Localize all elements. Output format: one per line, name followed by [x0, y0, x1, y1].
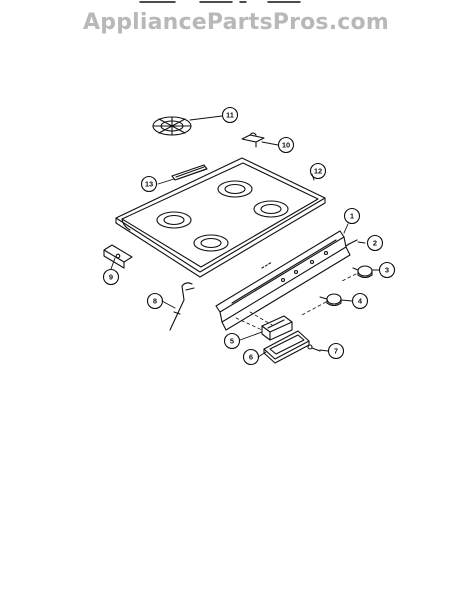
- ignition-wire: [169, 282, 195, 331]
- callout-leaders: [110, 115, 380, 358]
- burner-grate: [152, 116, 192, 136]
- callout-circles: [102, 106, 396, 366]
- callout-7: 7: [334, 347, 338, 356]
- callout-11: 11: [226, 111, 234, 120]
- callout-1: 1: [350, 212, 354, 221]
- control-knob-a: [352, 265, 373, 279]
- callout-9: 9: [109, 273, 113, 282]
- bezel-frame: [263, 330, 310, 364]
- callout-13: 13: [145, 180, 153, 189]
- small-screw: [307, 344, 321, 352]
- callout-12: 12: [314, 167, 322, 176]
- switch-insert: [261, 315, 293, 341]
- callout-6: 6: [249, 353, 253, 362]
- cooktop-main-top: [115, 157, 326, 278]
- watermark-text: AppliancePartsPros.com: [83, 10, 389, 35]
- callout-2: 2: [373, 239, 377, 248]
- callout-5: 5: [230, 337, 234, 346]
- callout-10: 10: [282, 141, 290, 150]
- burner-bowls: [156, 180, 289, 252]
- callout-8: 8: [153, 297, 157, 306]
- callout-4: 4: [358, 297, 363, 306]
- control-panel: [215, 230, 351, 331]
- screw: [345, 239, 358, 247]
- side-bracket: [103, 244, 133, 269]
- control-knob-b: [319, 293, 342, 307]
- top-clip: [241, 132, 265, 148]
- callout-3: 3: [385, 266, 389, 275]
